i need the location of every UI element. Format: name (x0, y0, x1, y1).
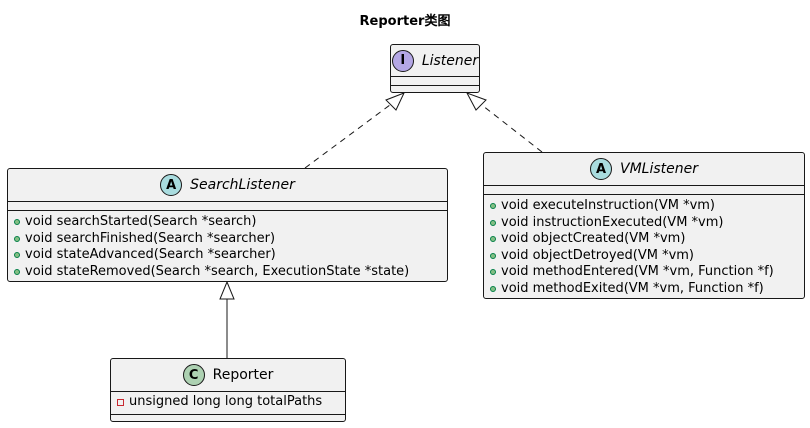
field-list: unsigned long long totalPaths (111, 391, 345, 414)
method-item: void instructionExecuted(VM *vm) (490, 215, 798, 232)
arrowhead-hollow (465, 92, 487, 111)
public-visibility-icon (14, 235, 20, 242)
class-listener: I Listener (390, 44, 480, 93)
public-visibility-icon (14, 252, 20, 259)
class-searchlistener: A SearchListener void searchStarted(Sear… (7, 168, 448, 282)
edge-searchlistener-implements-listener (304, 101, 395, 169)
method-item: void objectCreated(VM *vm) (490, 231, 798, 248)
public-visibility-icon (490, 252, 496, 259)
public-visibility-icon (490, 236, 496, 243)
abstract-badge-icon: A (590, 158, 612, 180)
method-item: void searchFinished(Search *searcher) (14, 231, 441, 248)
class-badge-icon: C (182, 364, 205, 386)
class-vmlistener: A VMListener void executeInstruction(VM … (483, 152, 805, 299)
methods-divider (111, 413, 345, 415)
public-visibility-icon (490, 203, 496, 210)
methods-divider (391, 85, 479, 86)
public-visibility-icon (490, 269, 496, 276)
method-item: void stateAdvanced(Search *searcher) (14, 247, 441, 264)
method-list: void executeInstruction(VM *vm) void ins… (484, 194, 804, 301)
class-name: VMListener (620, 161, 698, 177)
method-item: void searchStarted(Search *search) (14, 214, 441, 231)
field-item: unsigned long long totalPaths (117, 394, 339, 411)
private-visibility-icon (117, 398, 124, 406)
method-item: void stateRemoved(Search *search, Execut… (14, 264, 441, 281)
class-header: I Listener (391, 45, 479, 76)
public-visibility-icon (14, 219, 20, 226)
class-name: SearchListener (190, 177, 295, 193)
public-visibility-icon (490, 285, 496, 292)
attributes-divider (8, 201, 447, 210)
arrowhead-hollow (219, 280, 235, 300)
public-visibility-icon (490, 219, 496, 226)
method-item: void methodEntered(VM *vm, Function *f) (490, 264, 798, 281)
interface-badge-icon: I (391, 49, 414, 72)
class-name: Reporter (212, 367, 274, 383)
attributes-divider (391, 76, 479, 85)
arrowhead-hollow (385, 92, 405, 111)
class-header: A VMListener (484, 153, 804, 185)
edge-vmlistener-implements-listener (477, 101, 543, 153)
attributes-divider (484, 185, 804, 194)
abstract-badge-icon: A (160, 174, 183, 196)
class-header: A SearchListener (8, 169, 447, 201)
class-reporter: C Reporter unsigned long long totalPaths (110, 358, 346, 422)
method-item: void objectDetroyed(VM *vm) (490, 248, 798, 265)
method-list: void searchStarted(Search *search) void … (8, 210, 447, 284)
class-name: Listener (421, 52, 479, 69)
method-item: void executeInstruction(VM *vm) (490, 198, 798, 215)
diagram-title: Reporter类图 (359, 14, 451, 29)
method-item: void methodExited(VM *vm, Function *f) (490, 281, 798, 298)
class-header: C Reporter (111, 359, 345, 391)
public-visibility-icon (14, 268, 20, 275)
